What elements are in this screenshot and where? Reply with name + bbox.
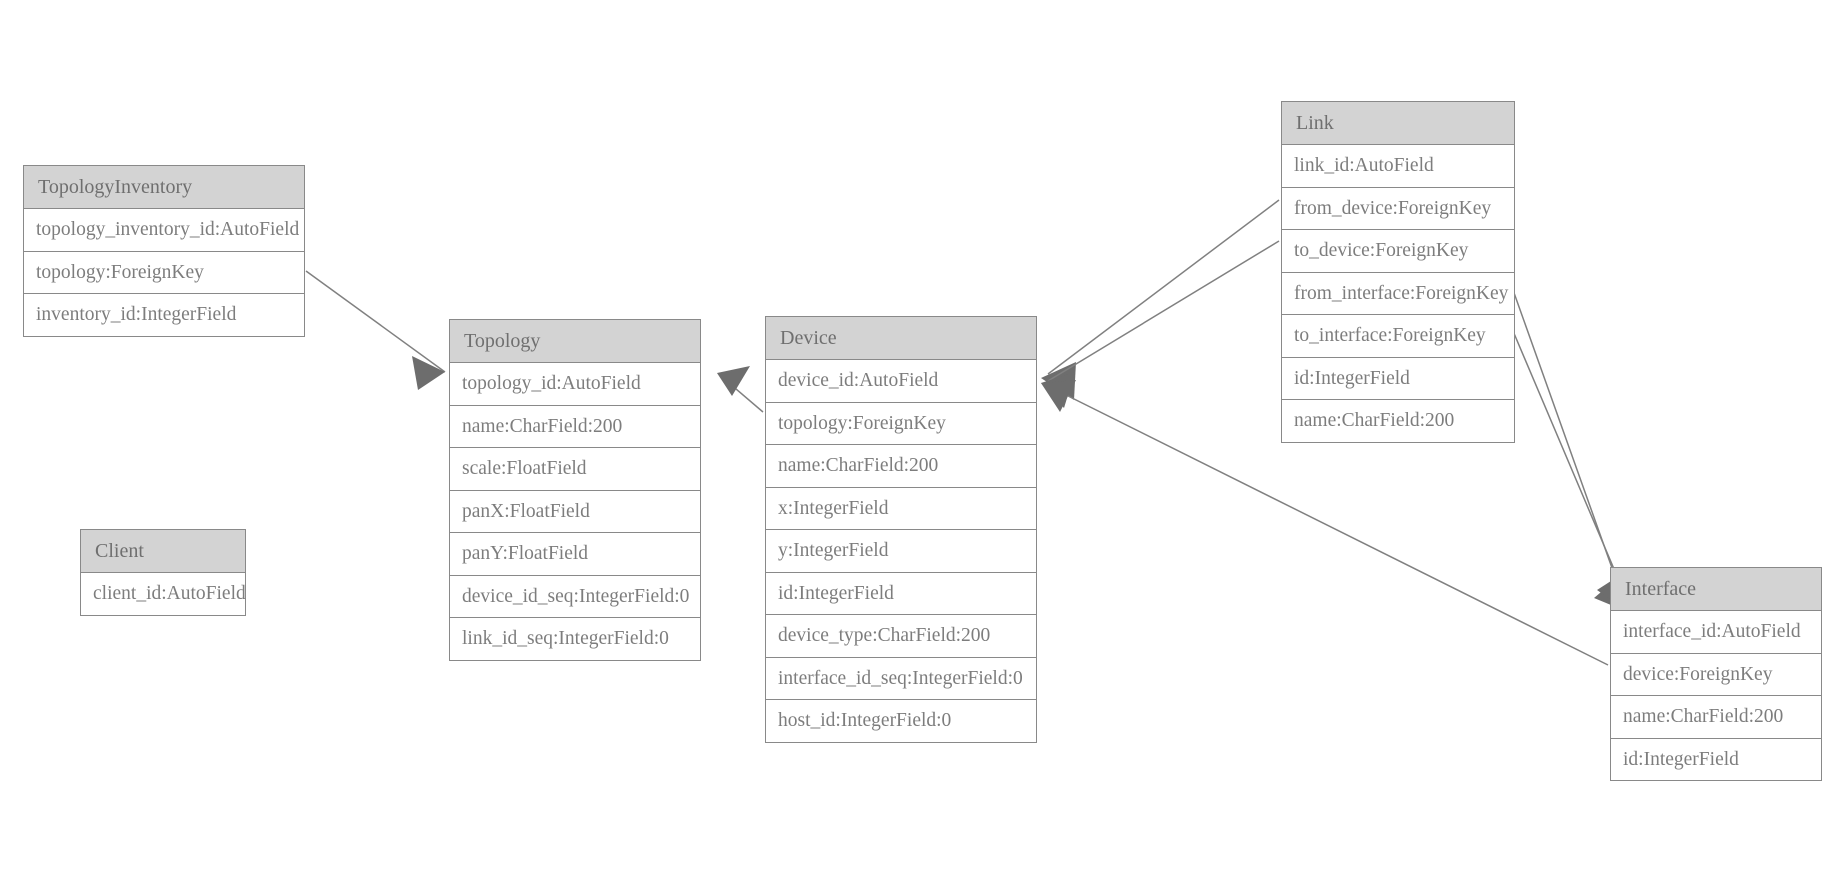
entity-field: device_id_seq:IntegerField:0 bbox=[450, 575, 700, 618]
entity-field: device_id:AutoField bbox=[766, 360, 1036, 403]
entity-field: interface_id:AutoField bbox=[1611, 611, 1821, 654]
relation-line bbox=[305, 270, 446, 373]
relation-line bbox=[1047, 199, 1280, 375]
relation-arrowhead-icon bbox=[1041, 372, 1075, 408]
entity-field: link_id_seq:IntegerField:0 bbox=[450, 618, 700, 660]
relation-link-to-device bbox=[1041, 240, 1280, 408]
entity-field: host_id:IntegerField:0 bbox=[766, 700, 1036, 742]
entity-field: topology_id:AutoField bbox=[450, 363, 700, 406]
relation-device-topology bbox=[717, 366, 764, 413]
relation-line bbox=[1512, 330, 1629, 603]
entity-title-device: Device bbox=[766, 317, 1036, 360]
relation-arrowhead-icon bbox=[412, 356, 445, 390]
entity-field: name:CharField:200 bbox=[766, 445, 1036, 488]
entity-field: device:ForeignKey bbox=[1611, 653, 1821, 696]
entity-field: to_interface:ForeignKey bbox=[1282, 315, 1514, 358]
entity-field: client_id:AutoField bbox=[81, 573, 246, 615]
entity-field: to_device:ForeignKey bbox=[1282, 230, 1514, 273]
entity-field: device_type:CharField:200 bbox=[766, 615, 1036, 658]
entity-title-topology: Topology bbox=[450, 320, 700, 363]
entity-field: panY:FloatField bbox=[450, 533, 700, 576]
entity-field: name:CharField:200 bbox=[1282, 400, 1514, 442]
relation-line bbox=[1047, 240, 1280, 382]
entity-title-client: Client bbox=[81, 530, 245, 573]
entity-field: inventory_id:IntegerField bbox=[24, 294, 304, 336]
entity-field: interface_id_seq:IntegerField:0 bbox=[766, 657, 1036, 700]
entity-field: name:CharField:200 bbox=[1611, 696, 1821, 739]
relation-topologyinventory-topology bbox=[305, 270, 446, 390]
entity-field: panX:FloatField bbox=[450, 490, 700, 533]
relation-arrowhead-icon bbox=[1041, 362, 1076, 400]
entity-field: topology_inventory_id:AutoField bbox=[24, 209, 304, 252]
entity-field: from_device:ForeignKey bbox=[1282, 187, 1514, 230]
relation-arrowhead-icon bbox=[1041, 380, 1076, 412]
entity-field: name:CharField:200 bbox=[450, 405, 700, 448]
entity-field: topology:ForeignKey bbox=[24, 251, 304, 294]
relation-link-from-interface bbox=[1512, 289, 1628, 612]
entity-field: id:IntegerField bbox=[766, 572, 1036, 615]
entity-field: topology:ForeignKey bbox=[766, 402, 1036, 445]
entity-title-link: Link bbox=[1282, 102, 1514, 145]
entity-field: id:IntegerField bbox=[1282, 357, 1514, 400]
entity-title-topology-inventory: TopologyInventory bbox=[24, 166, 304, 209]
entity-field: scale:FloatField bbox=[450, 448, 700, 491]
relation-line bbox=[1512, 289, 1623, 597]
entity-title-interface: Interface bbox=[1611, 568, 1821, 611]
relation-arrowhead-icon bbox=[717, 366, 750, 396]
relation-link-from-device bbox=[1041, 199, 1280, 400]
entity-field: link_id:AutoField bbox=[1282, 145, 1514, 188]
entity-field: id:IntegerField bbox=[1611, 738, 1821, 780]
relation-line bbox=[721, 376, 764, 413]
entity-field: y:IntegerField bbox=[766, 530, 1036, 573]
entity-field: from_interface:ForeignKey bbox=[1282, 272, 1514, 315]
entity-field: x:IntegerField bbox=[766, 487, 1036, 530]
